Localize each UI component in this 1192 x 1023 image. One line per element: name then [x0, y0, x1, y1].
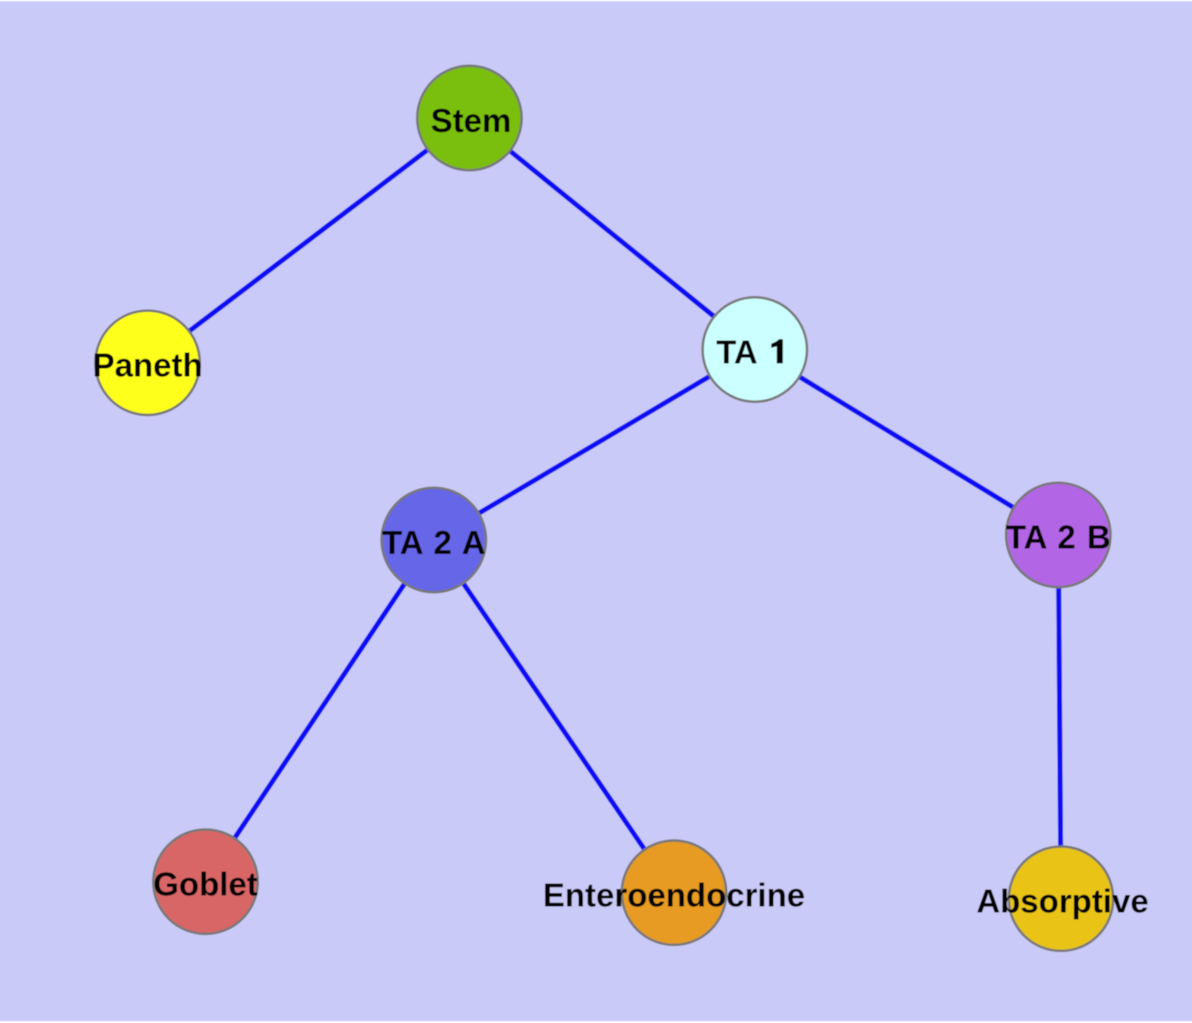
svg-text:TA 2 B: TA 2 B: [1006, 518, 1111, 555]
svg-text:Enteroendocrine: Enteroendocrine: [543, 877, 805, 914]
svg-text:Stem: Stem: [431, 102, 512, 139]
svg-text:Absorptive: Absorptive: [976, 883, 1148, 920]
svg-text:TA: TA: [716, 333, 758, 370]
svg-text:Paneth: Paneth: [93, 347, 203, 384]
svg-text:TA 2 A: TA 2 A: [382, 524, 486, 561]
svg-text:Goblet: Goblet: [153, 866, 258, 903]
